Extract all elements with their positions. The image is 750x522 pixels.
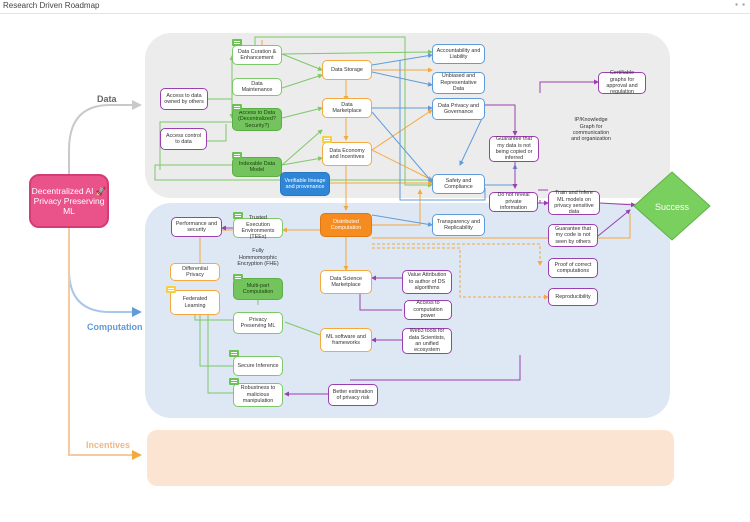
node-secure-inference[interactable]: Secure Inference [233, 356, 283, 376]
node-ml-software[interactable]: ML software and frameworks [320, 328, 372, 352]
comment-icon[interactable] [232, 39, 242, 46]
data-region-label: Data [97, 94, 117, 104]
node-federated-learning[interactable]: Federated Learning [170, 290, 220, 315]
node-differential-privacy[interactable]: Differential Privacy [170, 263, 220, 281]
node-data-curation[interactable]: Data Curation & Enhancement [232, 45, 282, 65]
node-data-maintenance[interactable]: Data Maintenance [232, 78, 282, 96]
node-web3-tools[interactable]: Web3 tools for data Scientists, an unifi… [402, 328, 452, 354]
node-unbiased-data[interactable]: Unbiased and Representative Data [432, 72, 485, 94]
computation-region-label: Computation [87, 322, 143, 332]
comment-icon[interactable] [233, 274, 243, 281]
node-proof-computations[interactable]: Proof of correct computations [548, 258, 598, 278]
central-node-label: Decentralized AI 🚀 Privacy Preserving ML [31, 186, 107, 216]
node-fhe: Fully Hommomorphic Encryption (FHE) [237, 248, 279, 268]
page-title: Research Driven Roadmap [3, 1, 100, 10]
node-multi-part-computation[interactable]: Multi-part Computation [233, 278, 283, 300]
node-certifiable-graphs[interactable]: Certifiable graphs for approval and regu… [598, 70, 646, 95]
comment-icon[interactable] [166, 286, 176, 293]
node-distributed-computation[interactable]: Distributed Computation [320, 213, 372, 237]
node-data-marketplace[interactable]: Data Marketplace [322, 98, 372, 118]
more-icon[interactable]: ▪ ▪ [735, 0, 746, 9]
title-bar: Research Driven Roadmap ▪ ▪ [0, 0, 750, 14]
comment-icon[interactable] [232, 152, 242, 159]
comment-icon[interactable] [322, 136, 332, 143]
node-ip-knowledge-graph: IP/Knowledge Graph for communication and… [571, 117, 611, 143]
node-accountability[interactable]: Accountability and Liability [432, 44, 485, 64]
success-label: Success [654, 202, 689, 212]
node-indexable-data-model[interactable]: Indexable Data Model [232, 157, 282, 177]
node-train-infer[interactable]: Train and Infere ML models on privacy se… [548, 190, 600, 215]
node-guarantee-code[interactable]: Guarantee that my code is not seen by ot… [548, 224, 598, 247]
comment-icon[interactable] [229, 350, 239, 357]
node-reproducibility[interactable]: Reproducibility [548, 288, 598, 306]
central-node-decentralized-ai[interactable]: Decentralized AI 🚀 Privacy Preserving ML [29, 174, 109, 228]
node-robustness[interactable]: Robustness to malicious manipulation [233, 383, 283, 407]
node-data-storage[interactable]: Data Storage [322, 60, 372, 80]
node-access-decentralized[interactable]: Access to Data (Decentralized? Security?… [232, 108, 282, 131]
node-data-economy[interactable]: Data Economy and Incentives [322, 142, 372, 166]
node-tee[interactable]: Trusted Execution Environments (TEEs) [233, 215, 283, 240]
incentives-region [147, 430, 674, 486]
node-privacy-governance[interactable]: Data Privacy and Governance [432, 98, 485, 120]
comment-icon[interactable] [229, 378, 239, 385]
comment-icon[interactable] [233, 212, 243, 219]
node-performance-security[interactable]: Performance and security [171, 217, 222, 237]
node-access-computation[interactable]: Access to computation power [404, 300, 452, 320]
node-ds-marketplace[interactable]: Data Science Marketplace [320, 270, 372, 294]
comment-icon[interactable] [232, 104, 242, 111]
node-safety-compliance[interactable]: Safety and Compliance [432, 174, 485, 194]
node-privacy-preserving-ml[interactable]: Privacy Preserving ML [233, 312, 283, 334]
node-verifiable-lineage[interactable]: Verifiable lineage and provenance [280, 172, 330, 196]
node-no-reveal-private[interactable]: Do not reveal private information [489, 192, 538, 212]
node-better-estimation[interactable]: Better estimation of privacy risk [328, 384, 378, 406]
node-access-owned[interactable]: Access to data owned by others [160, 88, 208, 110]
node-value-attribution[interactable]: Value Attribution to author of DS algori… [402, 270, 452, 294]
incentives-region-label: Incentives [86, 440, 131, 450]
node-guarantee-not-copied[interactable]: Guarantee that my data is not being copi… [489, 136, 539, 162]
node-access-control[interactable]: Access control to data [160, 128, 207, 150]
success-diamond[interactable] [632, 170, 712, 242]
node-transparency[interactable]: Transparency and Replicability [432, 214, 485, 236]
